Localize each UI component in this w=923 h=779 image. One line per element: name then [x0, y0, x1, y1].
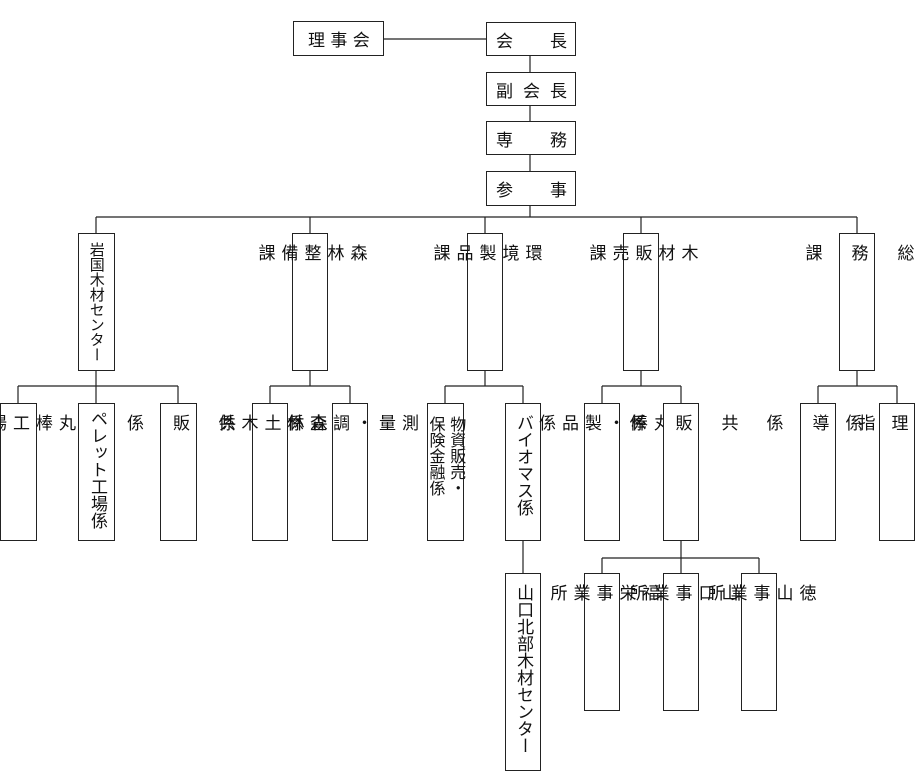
board-of-directors-box: 理 事 会: [293, 21, 384, 56]
log-products-section-box: 丸 棒 ・ 製 品 係: [535, 403, 670, 541]
vice-chairman-label: 副 会 長: [496, 81, 567, 102]
insurance-finance-sales-label-line1: 保険金融係: [426, 416, 446, 496]
yamaguchi-office-label: 山 口 事 業 所: [625, 584, 738, 601]
board-of-directors-label: 理 事 会: [308, 31, 370, 51]
pellet-factory-section-box: ペレット工場係: [78, 403, 115, 541]
biomass-section-box: バイオマス係: [505, 403, 541, 541]
counselor-label: 参 事: [496, 181, 567, 201]
environmental-products-dept-box: 環 境 製 品 課: [430, 233, 542, 371]
log-factory-section-label: 丸 棒 工 場 係: [0, 414, 75, 431]
insurance-finance-sales-section-box: 保険金融係 物資販売・: [426, 403, 467, 541]
chairman-label: 会 長: [496, 31, 567, 52]
fukuei-office-box: 福 栄 事 業 所: [547, 573, 659, 711]
timber-joint-sales-section-box: 共 販 係: [626, 403, 738, 541]
accounting-section-box: 経 理 係: [842, 403, 915, 541]
timber-joint-sales-section-label: 共 販 係: [625, 414, 738, 431]
senior-director-box: 専 務: [486, 121, 576, 155]
general-affairs-dept-box: 総 務 課: [802, 233, 914, 371]
forest-maintenance-dept-label: 森 林 整 備 課: [254, 244, 367, 261]
yamaguchi-north-timber-center-label: 山口北部木材センター: [513, 584, 534, 754]
chairman-box: 会 長: [486, 22, 576, 56]
yamaguchi-north-timber-center-box: 山口北部木材センター: [505, 573, 541, 771]
vice-chairman-box: 副 会 長: [486, 72, 576, 106]
biomass-section-label: バイオマス係: [513, 414, 533, 516]
survey-section-box: 測 量 ・ 調 査 係: [283, 403, 418, 541]
forest-civil-engineering-section-label: 森 林 土 木 係: [214, 414, 327, 431]
guidance-section-label: 指 導 係: [762, 414, 875, 431]
forest-maintenance-dept-box: 森 林 整 備 課: [255, 233, 367, 371]
counselor-box: 参 事: [486, 171, 576, 206]
tokuyama-office-label: 徳 山 事 業 所: [703, 584, 816, 601]
fukuei-office-label: 福 栄 事 業 所: [546, 584, 659, 601]
timber-sales-dept-box: 木 材 販 売 課: [586, 233, 698, 371]
accounting-section-label: 経 理 係: [841, 414, 908, 431]
tokuyama-office-box: 徳 山 事 業 所: [704, 573, 816, 711]
survey-section-label: 測 量 ・ 調 査 係: [283, 414, 418, 431]
forest-civil-engineering-section-box: 森 林 土 木 係: [215, 403, 327, 541]
iwakuni-joint-sales-section-label: 共 販 係: [123, 414, 235, 431]
environmental-products-dept-label: 環 境 製 品 課: [429, 244, 542, 261]
general-affairs-dept-label: 総 務 課: [801, 244, 914, 261]
log-factory-section-box: 丸 棒 工 場 係: [0, 403, 75, 541]
timber-sales-dept-label: 木 材 販 売 課: [585, 244, 698, 261]
iwakuni-timber-center-box: 岩国木材センター: [78, 233, 115, 371]
pellet-factory-section-label: ペレット工場係: [87, 410, 107, 529]
yamaguchi-office-box: 山 口 事 業 所: [626, 573, 738, 711]
guidance-section-box: 指 導 係: [763, 403, 875, 541]
insurance-finance-sales-label-line2: 物資販売・: [447, 416, 467, 496]
iwakuni-timber-center-label: 岩国木材センター: [87, 242, 106, 362]
iwakuni-joint-sales-section-box: 共 販 係: [123, 403, 235, 541]
senior-director-label: 専 務: [496, 130, 567, 151]
